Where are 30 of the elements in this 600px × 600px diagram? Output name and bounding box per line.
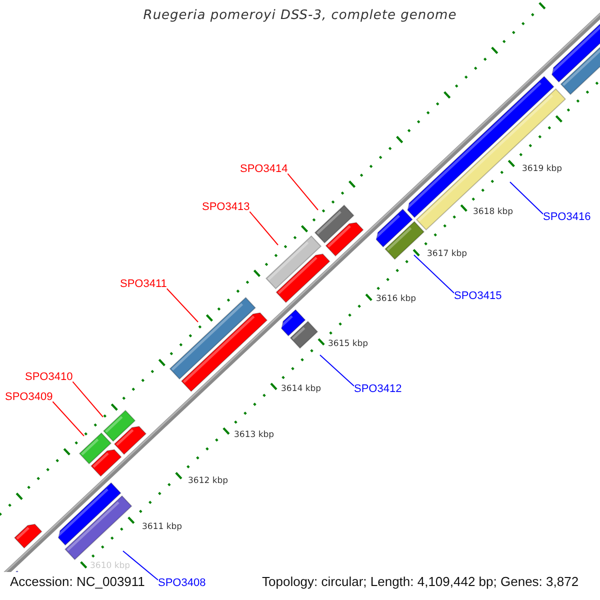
scale-label: 3612 kbp xyxy=(188,477,228,487)
gene-label: SPO3412 xyxy=(354,383,402,396)
leader-line xyxy=(166,288,198,322)
gene-label: SPO3415 xyxy=(454,290,502,303)
gene-label: SPO3416 xyxy=(543,211,591,224)
leader-line xyxy=(320,354,354,386)
scale-label: 3613 kbp xyxy=(234,431,274,441)
scale-label: 3618 kbp xyxy=(473,208,514,218)
map-title: Ruegeria pomeroyi DSS-3, complete genome xyxy=(142,9,458,24)
gene-label: SPO3414 xyxy=(240,163,288,176)
gene-label: SPO3413 xyxy=(202,201,250,214)
leader-line xyxy=(414,254,454,294)
gene-label: SPO3411 xyxy=(120,278,167,291)
scale-label: 3614 kbp xyxy=(281,385,322,395)
gene-label: SPO3408 xyxy=(158,577,206,590)
gene-label: SPO3410 xyxy=(25,371,73,384)
leader-line xyxy=(287,173,318,210)
leader-line xyxy=(510,182,544,214)
accession-text: Accession: NC_003911 xyxy=(10,575,145,590)
scale-label: 3615 kbp xyxy=(328,340,368,350)
leader-line xyxy=(72,381,104,418)
gene-label: SPO3409 xyxy=(5,391,53,404)
scale-label: 3617 kbp xyxy=(427,250,468,260)
genome-stats-text: Topology: circular; Length: 4,109,442 bp; Genes: 3,872 xyxy=(262,575,579,590)
scale-label: 3616 kbp xyxy=(376,295,416,305)
leader-line xyxy=(52,401,84,436)
leader-line xyxy=(122,550,158,580)
scale-label: 3611 kbp xyxy=(142,523,182,533)
scale-label: 3619 kbp xyxy=(522,165,562,175)
leader-line xyxy=(249,211,278,246)
